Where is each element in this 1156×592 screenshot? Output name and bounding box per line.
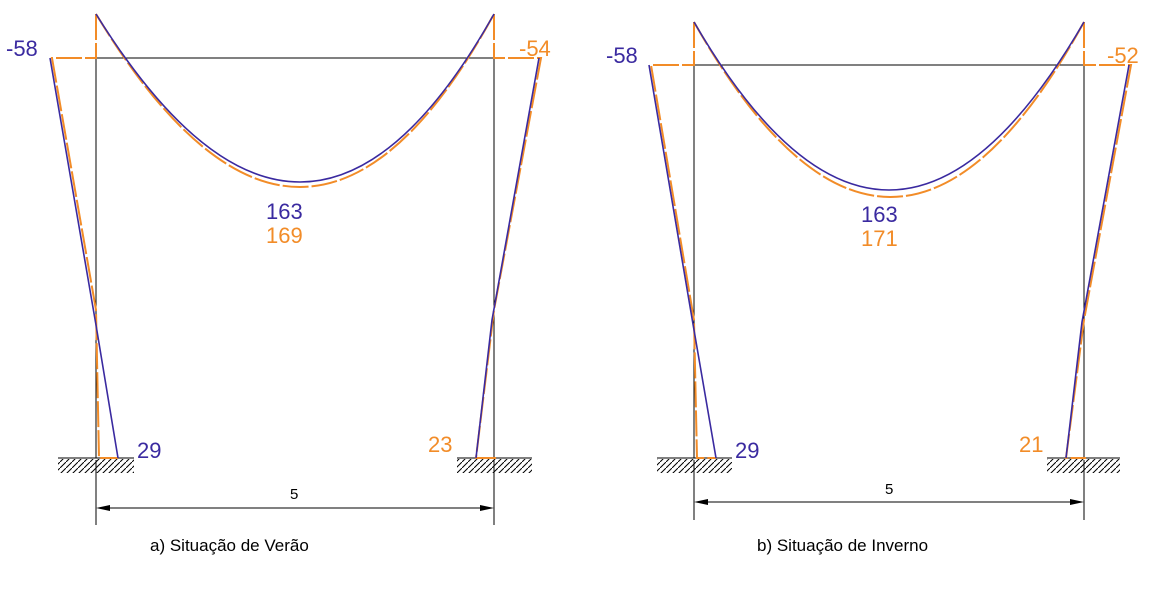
value-midspan-orange: 169 — [266, 223, 303, 248]
span-dimension: 5 — [693, 460, 1085, 520]
value-top-left: -58 — [6, 36, 38, 61]
moment-curve-blue — [648, 21, 1130, 459]
value-midspan-orange: 171 — [861, 226, 898, 251]
value-midspan-blue: 163 — [266, 199, 303, 224]
value-base-left: 29 — [735, 438, 759, 463]
value-top-left: -58 — [606, 43, 638, 68]
panel-winter: 5 -58 -52 163 171 29 21 — [606, 21, 1139, 520]
frame-structure — [95, 57, 495, 458]
frame-structure — [693, 64, 1085, 458]
value-base-right: 23 — [428, 432, 452, 457]
value-base-left: 29 — [137, 438, 161, 463]
value-midspan-blue: 163 — [861, 202, 898, 227]
value-base-right: 21 — [1019, 432, 1043, 457]
caption-summer: a) Situação de Verão — [150, 536, 309, 555]
moment-curve-orange — [649, 21, 1133, 459]
value-top-right: -52 — [1107, 43, 1139, 68]
caption-winter: b) Situação de Inverno — [757, 536, 929, 555]
moment-curve-orange — [50, 13, 543, 459]
value-top-right: -54 — [519, 36, 551, 61]
panel-summer: 5 -58 -54 163 169 29 23 — [6, 13, 551, 525]
span-label: 5 — [885, 481, 893, 498]
moment-curve-blue — [49, 13, 540, 459]
span-dimension: 5 — [95, 460, 495, 525]
span-label: 5 — [290, 486, 298, 503]
